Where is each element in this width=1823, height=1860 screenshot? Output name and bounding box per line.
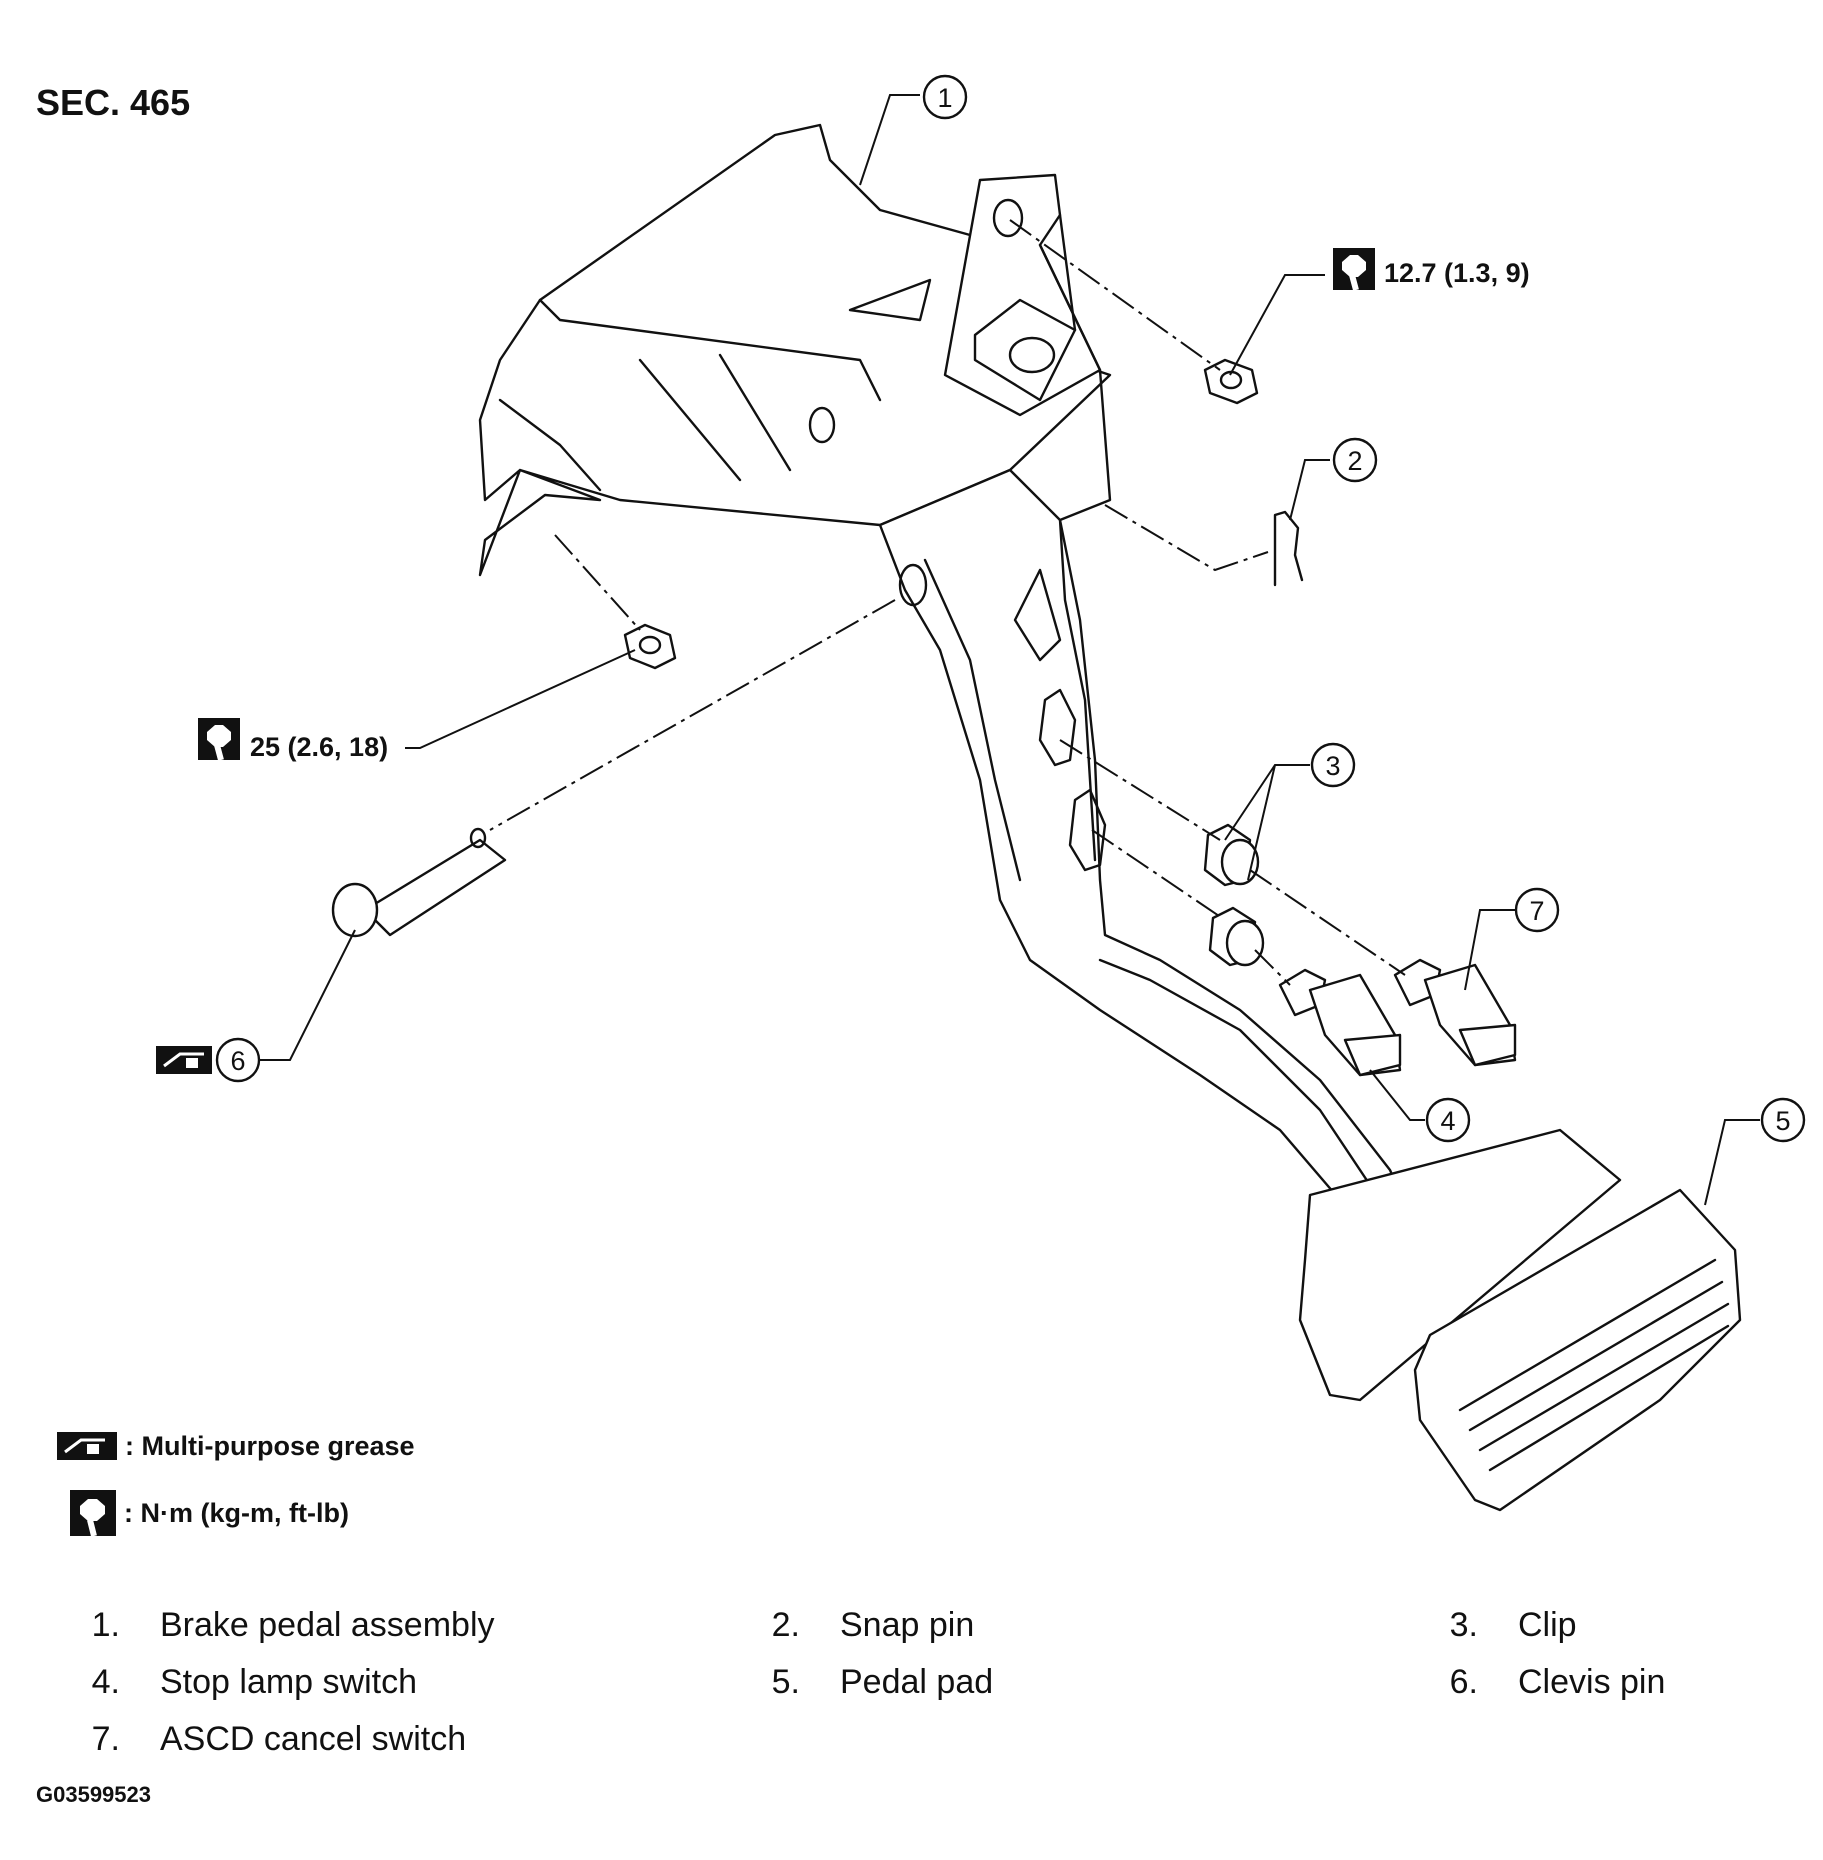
callout-4: 4: [1425, 1097, 1471, 1143]
svg-text:4: 4: [1440, 1106, 1455, 1136]
stop-lamp-switch: [1278, 968, 1402, 1077]
legend-torque: : N·m (kg-m, ft-lb): [70, 1490, 349, 1536]
torque-spec-upper: 12.7 (1.3, 9): [1384, 258, 1530, 288]
legend-torque-label: : N·m (kg-m, ft-lb): [124, 1497, 349, 1528]
part-item: 1. Brake pedal assembly: [91, 1606, 495, 1644]
part-name: Snap pin: [840, 1606, 975, 1644]
clip-upper: [1203, 823, 1260, 887]
grease-gun-icon: [57, 1432, 117, 1460]
svg-text:7: 7: [1529, 896, 1544, 926]
pedal-bracket: [478, 123, 1112, 577]
callout-7: 7: [1514, 887, 1560, 933]
part-name: Clip: [1518, 1606, 1577, 1644]
clevis-pin: [331, 827, 507, 938]
grease-gun-icon: [156, 1046, 212, 1074]
part-name: ASCD cancel switch: [160, 1720, 467, 1758]
snap-pin: [1273, 510, 1304, 587]
torque-wrench-icon: [70, 1490, 116, 1536]
callout-6: 6: [215, 1037, 261, 1083]
pedal-pad: [1298, 1128, 1742, 1512]
torque-spec-lower: 25 (2.6, 18): [250, 732, 388, 762]
part-name: Pedal pad: [840, 1663, 994, 1701]
figure-code: G03599523: [36, 1782, 151, 1807]
torque-wrench-icon: [198, 718, 240, 761]
section-title: SEC. 465: [36, 82, 190, 123]
part-name: Clevis pin: [1518, 1663, 1666, 1701]
part-item: 6. Clevis pin: [1449, 1663, 1666, 1701]
svg-text:3: 3: [1325, 751, 1340, 781]
callout-1: 1: [922, 74, 968, 120]
callout-3: 3: [1310, 742, 1356, 788]
svg-text:6: 6: [230, 1046, 245, 1076]
svg-text:5: 5: [1775, 1106, 1790, 1136]
svg-text:1: 1: [937, 83, 952, 113]
part-item: 4. Stop lamp switch: [91, 1663, 417, 1701]
legend-grease-label: : Multi-purpose grease: [125, 1430, 415, 1461]
part-name: Stop lamp switch: [160, 1663, 417, 1701]
part-item: 3. Clip: [1449, 1606, 1577, 1644]
pedal-arm: [878, 468, 1422, 1262]
callout-2: 2: [1332, 437, 1378, 483]
upper-nut: [1203, 358, 1259, 405]
legend-grease: : Multi-purpose grease: [57, 1430, 415, 1462]
part-name: Brake pedal assembly: [160, 1606, 495, 1644]
clip-lower: [1208, 906, 1265, 967]
svg-text:2: 2: [1347, 446, 1362, 476]
part-item: 2. Snap pin: [771, 1606, 975, 1644]
part-item: 7. ASCD cancel switch: [91, 1720, 467, 1758]
lower-nut: [623, 623, 677, 670]
torque-wrench-icon: [1333, 248, 1375, 291]
ascd-cancel-switch: [1393, 958, 1517, 1067]
part-item: 5. Pedal pad: [771, 1663, 994, 1701]
callout-5: 5: [1760, 1097, 1806, 1143]
